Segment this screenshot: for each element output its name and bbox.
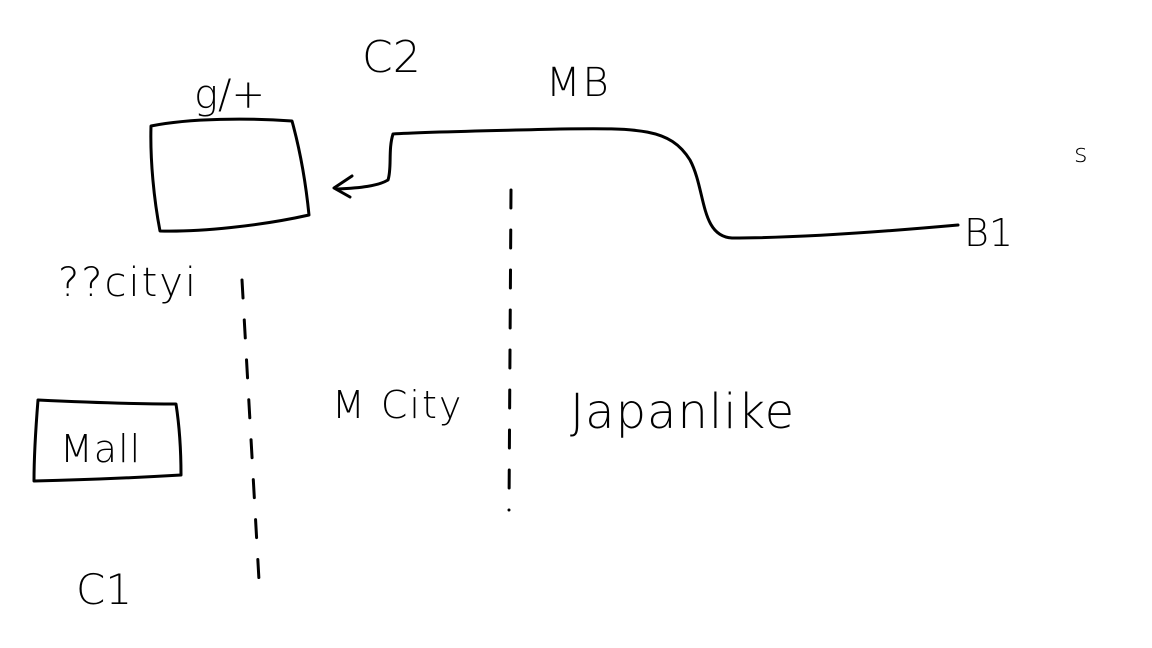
japanlike-label: Japanlike xyxy=(570,384,795,440)
route-arrowhead xyxy=(332,174,354,199)
mall-label: Mall xyxy=(60,427,141,471)
divider-center xyxy=(507,188,513,512)
c2-label: C2 xyxy=(362,32,421,83)
m-city-label: M City xyxy=(332,383,463,427)
b1-label: B1 xyxy=(964,211,1013,255)
mall-box xyxy=(32,398,183,483)
route-line xyxy=(336,127,960,240)
unknown-city-label: ??cityi xyxy=(58,260,198,306)
divider-left xyxy=(240,278,262,600)
s-label: s xyxy=(1074,139,1088,169)
c1-label: C1 xyxy=(76,565,132,614)
gt-label: g/+ xyxy=(194,72,265,118)
gt-box xyxy=(149,117,311,233)
mb-label: MB xyxy=(546,60,611,106)
